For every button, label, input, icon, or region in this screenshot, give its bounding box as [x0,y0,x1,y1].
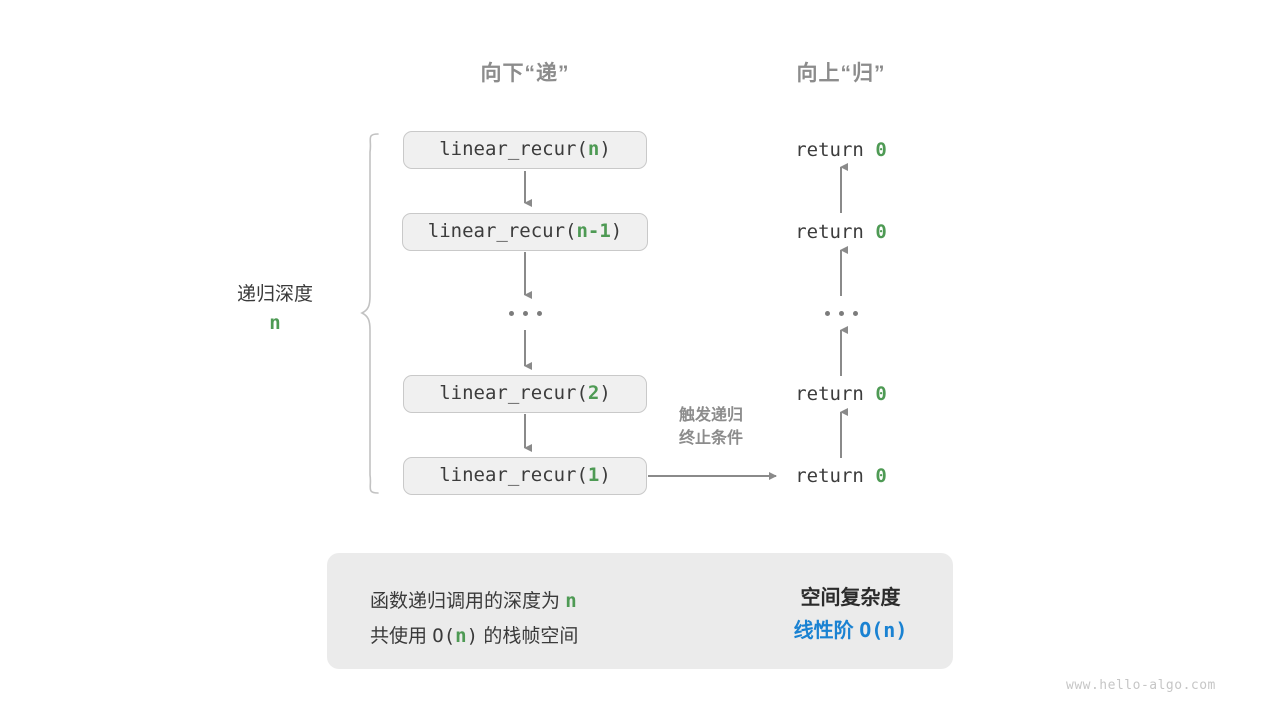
return-keyword: return [795,221,864,243]
call-box-1[interactable]: linear_recur(1) [403,457,647,495]
return-label-3: return 0 [741,383,941,405]
return-value: 0 [875,465,887,487]
summary-line-2-text-a: 共使用 [370,626,433,647]
ellipsis-dot [824,310,830,316]
call-box-prefix: linear_recur( [427,220,577,242]
ellipsis-dot [852,310,858,316]
complexity-order-name: 线性阶 [793,620,860,642]
summary-right-text: 空间复杂度 线性阶 O(n) [748,582,953,647]
return-label-4: return 0 [741,465,941,487]
complexity-open: O( [859,618,884,642]
ellipsis-dot [508,310,514,316]
termination-note-line1: 触发递归 [678,407,743,424]
summary-line-1: 函数递归调用的深度为 n [370,584,578,619]
call-box-suffix: ) [610,220,623,242]
return-keyword: return [795,383,864,405]
complexity-close: ) [895,618,908,642]
call-box-prefix: linear_recur( [439,138,588,160]
call-box-arg: n-1 [576,220,611,242]
call-box-2[interactable]: linear_recur(2) [403,375,647,413]
call-box-prefix: linear_recur( [439,382,588,404]
call-box-suffix: ) [599,464,611,486]
summary-line-1-var: n [565,590,577,612]
recursion-depth-value: n [269,312,281,334]
return-keyword: return [795,465,864,487]
ellipsis-dot [838,310,844,316]
call-box-arg: 1 [587,464,600,486]
summary-line-2-open: O( [432,625,456,647]
summary-line-2-text-b: 的栈帧空间 [478,626,579,647]
header-ascend: 向上“归” [796,62,886,85]
summary-line-2-close: ) [466,625,479,647]
call-box-suffix: ) [599,382,611,404]
termination-note-line2: 终止条件 [678,430,743,447]
call-box-n-minus-1[interactable]: linear_recur(n-1) [402,213,648,251]
complexity-var: n [883,618,896,642]
depth-brace [360,133,379,494]
summary-line-2: 共使用 O(n) 的栈帧空间 [370,619,578,654]
space-complexity-title: 空间复杂度 [800,587,901,609]
summary-left-text: 函数递归调用的深度为 n 共使用 O(n) 的栈帧空间 [370,584,578,654]
return-ellipsis [811,305,871,321]
call-box-n[interactable]: linear_recur(n) [403,131,647,169]
return-keyword: return [795,139,864,161]
watermark: www.hello-algo.com [1066,678,1216,693]
ellipsis-dot [522,310,528,316]
return-value: 0 [875,221,887,243]
call-box-suffix: ) [599,138,611,160]
summary-line-2-var: n [455,625,467,647]
call-box-arg: 2 [587,382,600,404]
recursion-depth-label: 递归深度 n [175,282,375,338]
return-label-1: return 0 [741,139,941,161]
summary-panel: 函数递归调用的深度为 n 共使用 O(n) 的栈帧空间 空间复杂度 线性阶 O(… [327,553,953,669]
header-descend: 向下“递” [480,62,570,85]
return-value: 0 [875,139,887,161]
termination-condition-note: 触发递归 终止条件 [648,404,774,450]
return-value: 0 [875,383,887,405]
call-stack-ellipsis [495,305,555,321]
return-label-2: return 0 [741,221,941,243]
recursion-depth-title: 递归深度 [236,284,313,305]
space-complexity-value: 线性阶 O(n) [748,614,953,647]
call-box-prefix: linear_recur( [439,464,588,486]
summary-line-1-text: 函数递归调用的深度为 [370,591,566,612]
call-box-arg: n [587,138,600,160]
ellipsis-dot [536,310,542,316]
